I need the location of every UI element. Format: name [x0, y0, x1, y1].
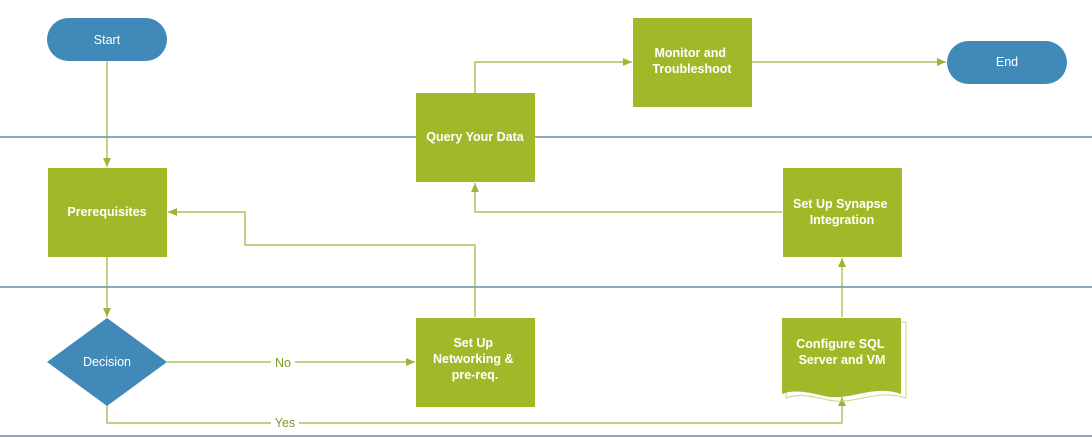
configure-sql-label-line2: Server and VM: [799, 353, 886, 367]
networking-label-line2: Networking &: [433, 352, 514, 366]
decision-label: Decision: [83, 355, 131, 369]
networking-box: [416, 318, 535, 407]
prerequisites-box: [48, 168, 167, 257]
yes-label-bg: [271, 415, 299, 431]
monitor-label-line1: Monitor and: [655, 46, 727, 60]
networking-label-line3: pre-req.: [452, 368, 499, 382]
start-label: Start: [94, 33, 121, 47]
edge-synapse-to-query: [471, 183, 782, 213]
query-box: [416, 93, 535, 182]
edge-decision-yes-to-configure: [106, 397, 846, 424]
no-label-bg: [271, 354, 295, 370]
edge-query-to-monitor: [474, 58, 632, 93]
synapse-label-line1: Set Up Synapse: [793, 197, 888, 211]
prerequisites-label: Prerequisites: [67, 205, 146, 219]
start-terminal: [47, 18, 167, 61]
edge-networking-to-prerequisites: [168, 208, 476, 317]
edge-label-no: No: [275, 356, 291, 370]
edge-label-yes: Yes: [275, 416, 295, 430]
query-label: Query Your Data: [426, 130, 525, 144]
configure-sql-label-line1: Configure SQL: [796, 337, 885, 351]
synapse-label: Set Up Synapse Integration: [793, 197, 891, 227]
decision-diamond: [47, 318, 167, 406]
configure-sql-label: Configure SQL Server and VM: [796, 337, 887, 367]
synapse-box: [783, 168, 902, 257]
configure-sql-doc: [782, 318, 901, 398]
monitor-label: Monitor and Troubleshoot: [652, 46, 732, 76]
end-terminal: [947, 41, 1067, 84]
end-label: End: [996, 55, 1018, 69]
monitor-label-line2: Troubleshoot: [652, 62, 732, 76]
synapse-label-line2: Integration: [810, 213, 875, 227]
networking-label: Set Up Networking & pre-req.: [433, 336, 517, 382]
configure-sql-doc-shadow: [785, 321, 907, 402]
networking-label-line1: Set Up: [453, 336, 493, 350]
monitor-box: [633, 18, 752, 107]
